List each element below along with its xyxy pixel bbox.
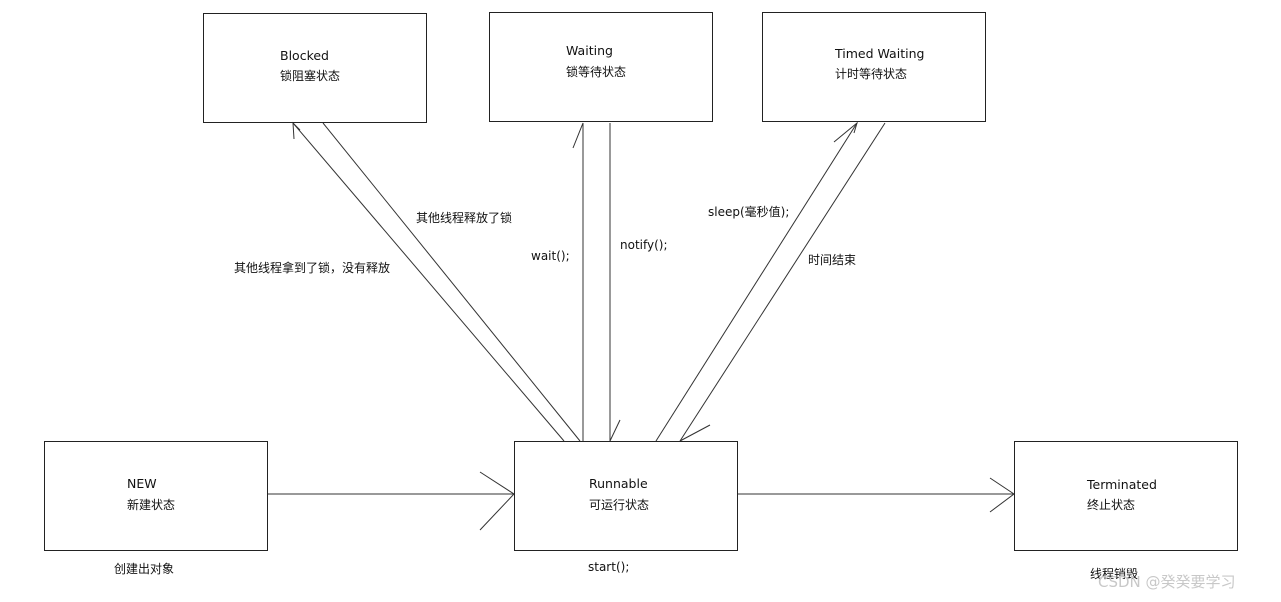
note-thread-destroyed: 线程销毁 xyxy=(1090,567,1139,581)
label-sleep-call: sleep(毫秒值); xyxy=(708,205,790,219)
note-create-object: 创建出对象 xyxy=(114,562,175,576)
arrowhead-timed-right xyxy=(679,424,711,442)
state-blocked-box xyxy=(203,13,427,123)
note-start-call: start(); xyxy=(588,560,630,574)
arrow-blocked-to-runnable xyxy=(322,122,581,442)
arrow-runnable-to-timed-waiting xyxy=(655,122,858,442)
csdn-watermark: CSDN @癸癸要学习 xyxy=(1098,573,1236,591)
blocked-title: Blocked xyxy=(280,48,329,63)
new-subtitle: 新建状态 xyxy=(127,498,176,512)
arrow-runnable-to-blocked xyxy=(292,122,565,442)
arrowhead-new-runnable xyxy=(479,471,515,531)
terminated-title: Terminated xyxy=(1087,477,1157,492)
label-lock-taken: 其他线程拿到了锁，没有释放 xyxy=(234,261,391,275)
new-title: NEW xyxy=(127,476,157,491)
waiting-title: Waiting xyxy=(566,43,613,58)
arrowhead-blocked-left xyxy=(292,121,301,140)
arrowhead-runnable-terminated xyxy=(989,477,1015,513)
arrow-timed-waiting-to-runnable xyxy=(679,122,886,442)
state-runnable-box xyxy=(514,441,738,551)
timed-waiting-subtitle: 计时等待状态 xyxy=(835,67,908,81)
state-waiting-box xyxy=(489,12,713,122)
arrowhead-waiting-right xyxy=(609,419,621,442)
timed-waiting-title: Timed Waiting xyxy=(835,46,925,61)
waiting-subtitle: 锁等待状态 xyxy=(566,65,627,79)
runnable-title: Runnable xyxy=(589,476,648,491)
label-notify-call: notify(); xyxy=(620,238,668,252)
label-lock-released: 其他线程释放了锁 xyxy=(416,211,513,225)
state-timed-waiting-box xyxy=(762,12,986,122)
arrowhead-waiting-left xyxy=(572,122,584,149)
label-wait-call: wait(); xyxy=(531,249,570,263)
runnable-subtitle: 可运行状态 xyxy=(589,498,650,512)
terminated-subtitle: 终止状态 xyxy=(1087,498,1136,512)
state-new-box xyxy=(44,441,268,551)
state-terminated-box xyxy=(1014,441,1238,551)
blocked-subtitle: 锁阻塞状态 xyxy=(280,69,341,83)
label-time-up: 时间结束 xyxy=(808,253,857,267)
arrowhead-timed-left xyxy=(833,121,858,143)
